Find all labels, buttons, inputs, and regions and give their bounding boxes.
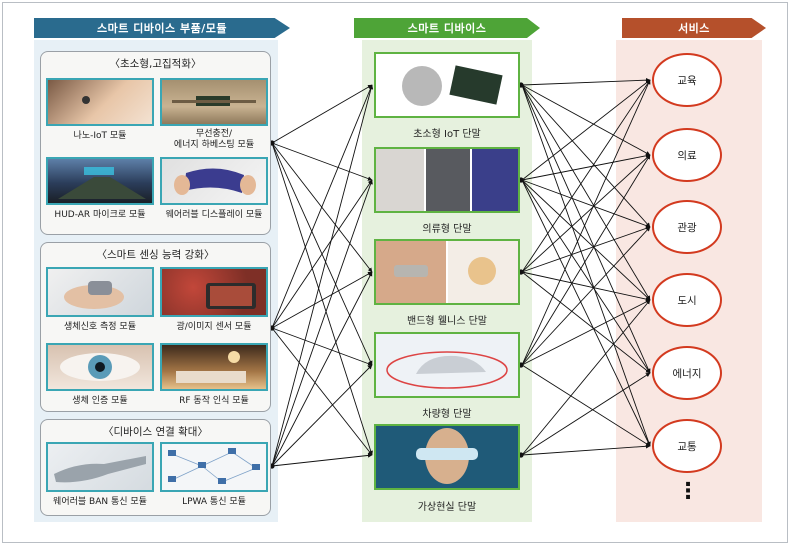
parts-header: 스마트 디바이스 부품/모듈 bbox=[34, 18, 290, 38]
module-label: HUD-AR 마이크로 모듈 bbox=[54, 210, 146, 220]
module-label: RF 동작 인식 모듈 bbox=[179, 396, 249, 406]
module-label: 생체신호 측정 모듈 bbox=[64, 322, 136, 332]
group-title: 〈디바이스 연결 확대〉 bbox=[103, 426, 208, 438]
device-label: 밴드형 웰니스 단말 bbox=[407, 316, 487, 327]
hud-ar-image bbox=[46, 157, 154, 205]
device-label: 가상현실 단말 bbox=[417, 502, 477, 513]
more-services-ellipsis: ⋮ bbox=[677, 479, 699, 504]
service-city: 도시 bbox=[652, 273, 722, 327]
device-iot-image bbox=[374, 52, 520, 118]
group-title: 〈스마트 센싱 능력 강화〉 bbox=[96, 249, 215, 261]
lpwa-image bbox=[160, 442, 268, 492]
bio-auth-image bbox=[46, 343, 154, 391]
device-vehicle-image bbox=[374, 332, 520, 398]
module-label: 생체 인증 모듈 bbox=[72, 396, 128, 406]
group-title: 〈초소형,고집적화〉 bbox=[109, 58, 202, 70]
module-label: 나노-IoT 모듈 bbox=[73, 131, 127, 141]
service-transport: 교통 bbox=[652, 419, 722, 473]
service-tourism: 관광 bbox=[652, 200, 722, 254]
devices-header: 스마트 디바이스 bbox=[354, 18, 540, 38]
services-header: 서비스 bbox=[622, 18, 766, 38]
module-label: 광/이미지 센서 모듈 bbox=[176, 322, 252, 332]
device-label: 초소형 IoT 단말 bbox=[413, 129, 481, 140]
wearable-display-image bbox=[160, 157, 268, 205]
device-clothing-image bbox=[374, 147, 520, 213]
image-sensor-image bbox=[160, 267, 268, 317]
device-vr-image bbox=[374, 424, 520, 490]
module-label: 무선충전/ bbox=[195, 129, 233, 139]
service-energy: 에너지 bbox=[652, 346, 722, 400]
bio-signal-image bbox=[46, 267, 154, 317]
device-band-image bbox=[374, 239, 520, 305]
service-medical: 의료 bbox=[652, 128, 722, 182]
wearable-ban-image bbox=[46, 442, 154, 492]
wireless-charging-image bbox=[160, 78, 268, 126]
module-label: 에너지 하베스팅 모듈 bbox=[173, 140, 255, 150]
rf-motion-image bbox=[160, 343, 268, 391]
module-label: LPWA 통신 모듈 bbox=[182, 497, 246, 507]
module-label: 웨어러블 BAN 통신 모듈 bbox=[53, 497, 147, 507]
service-education: 교육 bbox=[652, 53, 722, 107]
device-label: 차량형 단말 bbox=[422, 409, 472, 420]
nano-iot-image bbox=[46, 78, 154, 126]
device-label: 의류형 단말 bbox=[422, 224, 472, 235]
module-label: 웨어러블 디스플레이 모듈 bbox=[165, 210, 263, 220]
